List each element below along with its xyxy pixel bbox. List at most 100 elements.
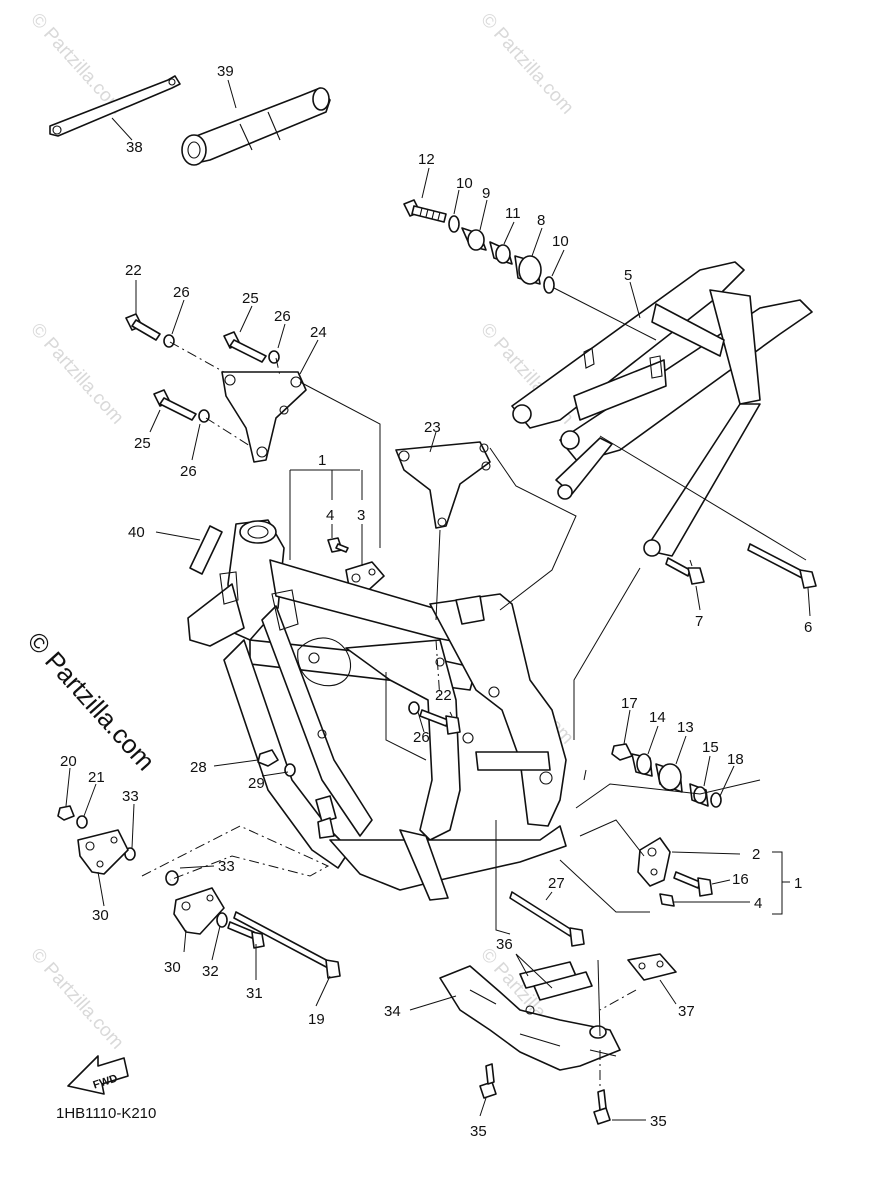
callout-40: 40 (128, 524, 145, 541)
bolt-22-lower (419, 709, 461, 735)
drawing-code: 1HB1110-K210 (56, 1105, 156, 1122)
callout-21: 21 (88, 769, 105, 786)
rear-frame-5 (511, 261, 813, 557)
washer-10-lower (543, 276, 555, 294)
bolt-31 (227, 921, 265, 949)
bolt-35-right (593, 1089, 611, 1125)
callout-1: 1 (794, 875, 802, 892)
damper-pads-36 (519, 961, 593, 1001)
callout-12: 12 (418, 151, 435, 168)
washer-18 (710, 792, 722, 808)
washer-26-a (163, 334, 175, 348)
callout-9: 9 (482, 185, 490, 202)
bolt-35-left (479, 1063, 497, 1099)
callout-10: 10 (552, 233, 569, 250)
watermark: © Partzilla.com (26, 944, 127, 1053)
callout-30: 30 (92, 907, 109, 924)
collar-11 (489, 241, 513, 265)
bolt-25-upper (223, 331, 267, 363)
callout-2: 2 (752, 846, 760, 863)
callout-28: 28 (190, 759, 207, 776)
washer-26-c (198, 409, 210, 423)
callout-4: 4 (326, 507, 334, 524)
callout-7: 7 (695, 613, 703, 630)
bolt-22-upper (125, 313, 161, 341)
callout-37: 37 (678, 1003, 695, 1020)
label-40 (189, 525, 223, 575)
callout-32: 32 (202, 963, 219, 980)
callout-22: 22 (125, 262, 142, 279)
bolt-6 (747, 543, 817, 589)
callout-38: 38 (126, 139, 143, 156)
callout-26: 26 (413, 729, 430, 746)
callout-14: 14 (649, 709, 666, 726)
box-wrench-39 (181, 87, 331, 166)
bolt-16 (673, 871, 713, 897)
nut-28 (257, 749, 279, 767)
callout-10: 10 (456, 175, 473, 192)
callout-24: 24 (310, 324, 327, 341)
fwd-arrow-icon (67, 1055, 129, 1095)
engine-plate-30-lower (173, 887, 225, 935)
collar-9 (461, 227, 487, 251)
nut-20 (57, 805, 75, 821)
part-drawings (49, 75, 817, 1125)
callout-33: 33 (122, 788, 139, 805)
callout-26: 26 (180, 463, 197, 480)
phantom-lines (141, 287, 807, 1090)
callout-36: 36 (496, 936, 513, 953)
nut-17 (611, 743, 633, 761)
callout-6: 6 (804, 619, 812, 636)
callout-19: 19 (308, 1011, 325, 1028)
callout-23: 23 (424, 419, 441, 436)
watermark: © Partzilla.com (26, 319, 127, 428)
callout-13: 13 (677, 719, 694, 736)
callout-11: 11 (505, 205, 521, 222)
watermarks: © Partzilla.com © Partzilla.com © Partzi… (22, 9, 578, 1053)
bolt-19 (233, 911, 341, 979)
callout-35: 35 (470, 1123, 487, 1140)
callout-15: 15 (702, 739, 719, 756)
callout-22: 22 (435, 687, 452, 704)
bolt-4-upper (327, 537, 349, 553)
callout-26: 26 (274, 308, 291, 325)
engine-bracket-24 (221, 371, 307, 463)
callout-25: 25 (134, 435, 151, 452)
collar-14 (631, 753, 653, 777)
callout-31: 31 (246, 985, 263, 1002)
washer-10-upper (448, 215, 460, 233)
washer-26-d (408, 701, 420, 715)
plate-2 (637, 837, 671, 887)
washer-29 (284, 763, 296, 777)
callout-34: 34 (384, 1003, 401, 1020)
bolt-7 (665, 557, 705, 585)
watermark: © Partzilla.com (476, 9, 577, 118)
engine-plate-30-upper (77, 829, 129, 875)
watermark-main: © Partzilla.com (22, 626, 162, 776)
bracket-37 (627, 953, 677, 981)
washer-33-lower (165, 870, 179, 886)
bolt-25-lower (153, 389, 197, 421)
leader-lines (65, 79, 811, 1121)
callout-25: 25 (242, 290, 259, 307)
callout-16: 16 (732, 871, 749, 888)
callout-29: 29 (248, 775, 265, 792)
callout-35: 35 (650, 1113, 667, 1130)
bushing-8 (514, 255, 542, 285)
callout-33: 33 (218, 858, 235, 875)
skid-plate-34 (439, 965, 621, 1071)
callout-20: 20 (60, 753, 77, 770)
callout-26: 26 (173, 284, 190, 301)
washer-32 (216, 912, 228, 928)
washer-21 (76, 815, 88, 829)
callout-30: 30 (164, 959, 181, 976)
callout-labels: 39 38 12 10 9 11 8 10 5 22 26 25 26 24 2… (60, 63, 812, 1140)
callout-4: 4 (754, 895, 762, 912)
callout-1: 1 (318, 452, 326, 469)
callout-3: 3 (357, 507, 365, 524)
bolt-12 (403, 199, 447, 223)
bolt-27 (509, 891, 585, 947)
callout-39: 39 (217, 63, 234, 80)
bolt-4-lower (659, 893, 675, 907)
